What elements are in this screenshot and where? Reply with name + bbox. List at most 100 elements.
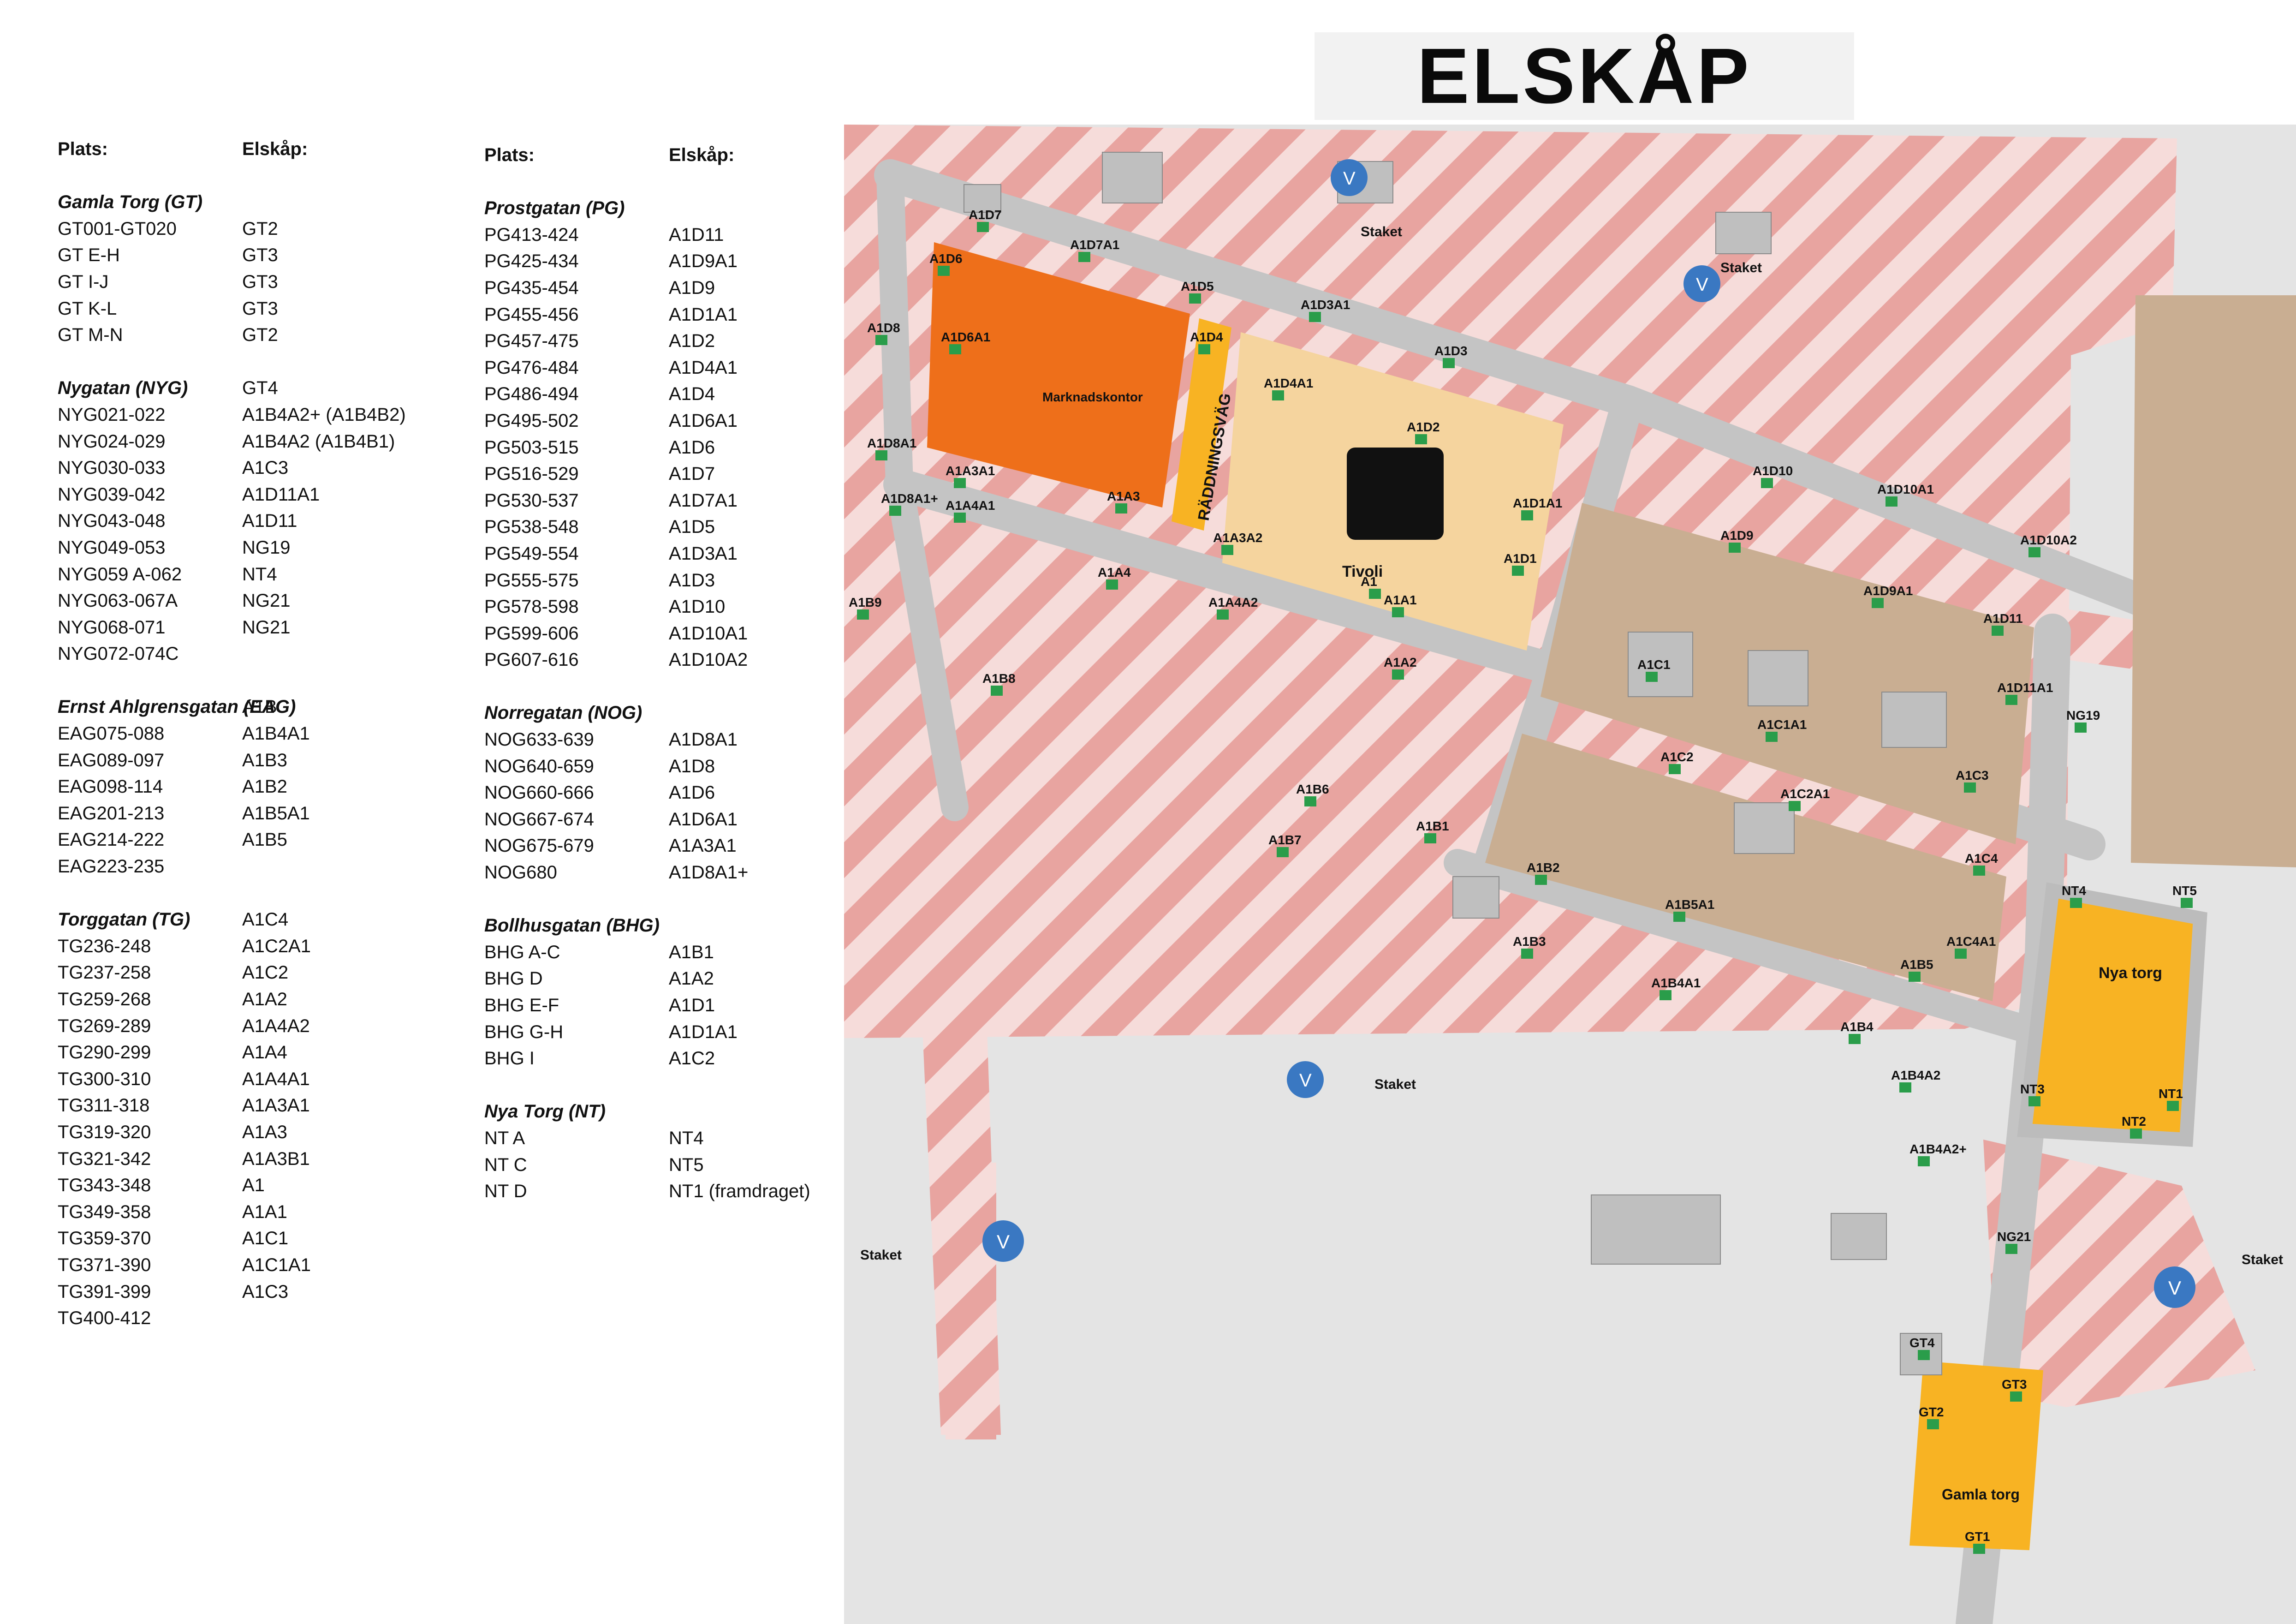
cabinet-label: A1C2 <box>1660 750 1694 764</box>
legend-cabinet: A1D6A1 <box>669 410 738 431</box>
cabinet-label: A1D3A1 <box>1301 298 1350 312</box>
cabinet-label: GT2 <box>1919 1405 1944 1419</box>
staket-label-1: Staket <box>860 1248 902 1263</box>
legend-cabinet: A1B5 <box>242 830 287 850</box>
v-marker <box>1683 265 1720 302</box>
legend-cabinet: A1D8A1+ <box>669 862 749 883</box>
cabinet-markers: A1D7A1D7A1A1D6A1D6A1A1D5A1D4A1D3A1A1D3A1… <box>849 208 2197 1554</box>
legend-place: BHG D <box>484 968 543 989</box>
legend-place: PG495-502 <box>484 410 579 431</box>
cabinet-label: A1D8A1+ <box>881 491 938 506</box>
cabinet-marker <box>1761 478 1773 488</box>
cabinet-label: A1D10A2 <box>2020 533 2077 547</box>
cabinet-label: NT5 <box>2172 884 2197 898</box>
gamla-torg-area <box>1909 1361 2043 1550</box>
cabinet-label: A1D10A1 <box>1877 482 1934 496</box>
cabinet-label: A1A3 <box>1107 489 1140 503</box>
cabinet-marker <box>1369 589 1381 599</box>
legend-cabinet: NG19 <box>242 537 291 558</box>
festival-map: Marknadskontor RÄDDNINGSVÄG Tivoli Nya t… <box>844 125 2296 1624</box>
cabinet-label: A1D6A1 <box>941 330 990 344</box>
cabinet-label: NT1 <box>2159 1087 2183 1101</box>
legend-group-name: Prostgatan (PG) <box>484 198 625 219</box>
cabinet-label: A1D11 <box>1983 611 2023 626</box>
cabinet-label: A1C4 <box>1965 851 1998 866</box>
legend-cabinet: A1D9A1 <box>669 251 738 272</box>
legend-cabinet: A1D8 <box>669 756 715 776</box>
cabinet-marker <box>875 450 887 460</box>
cabinet-marker <box>1899 1082 1911 1093</box>
v-marker <box>1287 1061 1324 1098</box>
lane-bottom <box>946 1163 996 1439</box>
legend-spacer <box>58 163 406 190</box>
cabinet-label: A1B1 <box>1416 819 1449 833</box>
cabinet-marker <box>1766 732 1778 742</box>
legend-cabinet: A1A3B1 <box>242 1148 310 1169</box>
cabinet-marker <box>2010 1391 2022 1402</box>
cabinet-marker <box>977 222 989 232</box>
cabinet-marker <box>1424 833 1436 843</box>
cabinet-marker <box>1886 496 1897 507</box>
legend-place: NOG675-679 <box>484 836 594 856</box>
cabinet-marker <box>1309 312 1321 322</box>
legend-cabinet: A1 <box>242 1175 265 1196</box>
cabinet-marker <box>1443 358 1455 368</box>
staket-label-2: Staket <box>1361 224 1402 239</box>
legend-cabinet: A1D1A1 <box>669 1021 738 1042</box>
cabinet-marker <box>1973 1544 1985 1554</box>
legend-place: TG321-342 <box>58 1148 151 1169</box>
cabinet-label: A1A1 <box>1384 593 1417 607</box>
cabinet-marker <box>2167 1101 2179 1111</box>
v-markers: V V V V V <box>982 159 2195 1308</box>
legend-group-cabinet: A1B <box>242 697 277 717</box>
cabinet-label: A1D2 <box>1407 420 1440 434</box>
cabinet-marker <box>2075 722 2087 733</box>
legend-cabinet: A1C1 <box>242 1228 289 1249</box>
legend-row: NYG072-074C <box>58 641 406 668</box>
cabinet-marker <box>875 335 887 345</box>
legend-spacer <box>58 668 406 694</box>
cabinet-label: A1B4 <box>1840 1020 1874 1034</box>
legend-place: PG486-494 <box>484 384 579 405</box>
legend-cabinet: A1C2 <box>669 1048 715 1069</box>
cabinet-marker <box>1304 796 1316 806</box>
cabinet-marker <box>1198 344 1210 354</box>
legend-place: NOG680 <box>484 862 557 883</box>
cabinet-marker <box>1106 579 1118 590</box>
v-marker <box>982 1220 1024 1262</box>
legend-cabinet: A1D7 <box>669 464 715 484</box>
cabinet-label: A1D6 <box>929 251 963 266</box>
legend-cabinet: GT3 <box>242 298 278 319</box>
legend-place: PG457-475 <box>484 331 579 352</box>
market-office-label: Marknadskontor <box>1042 390 1143 404</box>
legend-cabinet: A1B4A1 <box>242 723 310 744</box>
cabinet-label: A1C1 <box>1637 657 1671 672</box>
legend-place: EAG201-213 <box>58 803 165 824</box>
legend-cabinet: A1D1A1 <box>669 304 738 325</box>
legend-cabinet: A1D8A1 <box>669 729 738 750</box>
legend-place: NYG063-067A <box>58 591 178 611</box>
cabinet-marker <box>1535 875 1547 885</box>
legend-place: GT K-L <box>58 298 117 319</box>
hatched-zone-southeast <box>1983 1140 2255 1407</box>
cabinet-label: A1D1 <box>1504 551 1537 566</box>
legend-cabinet: A1D4A1 <box>669 357 738 378</box>
